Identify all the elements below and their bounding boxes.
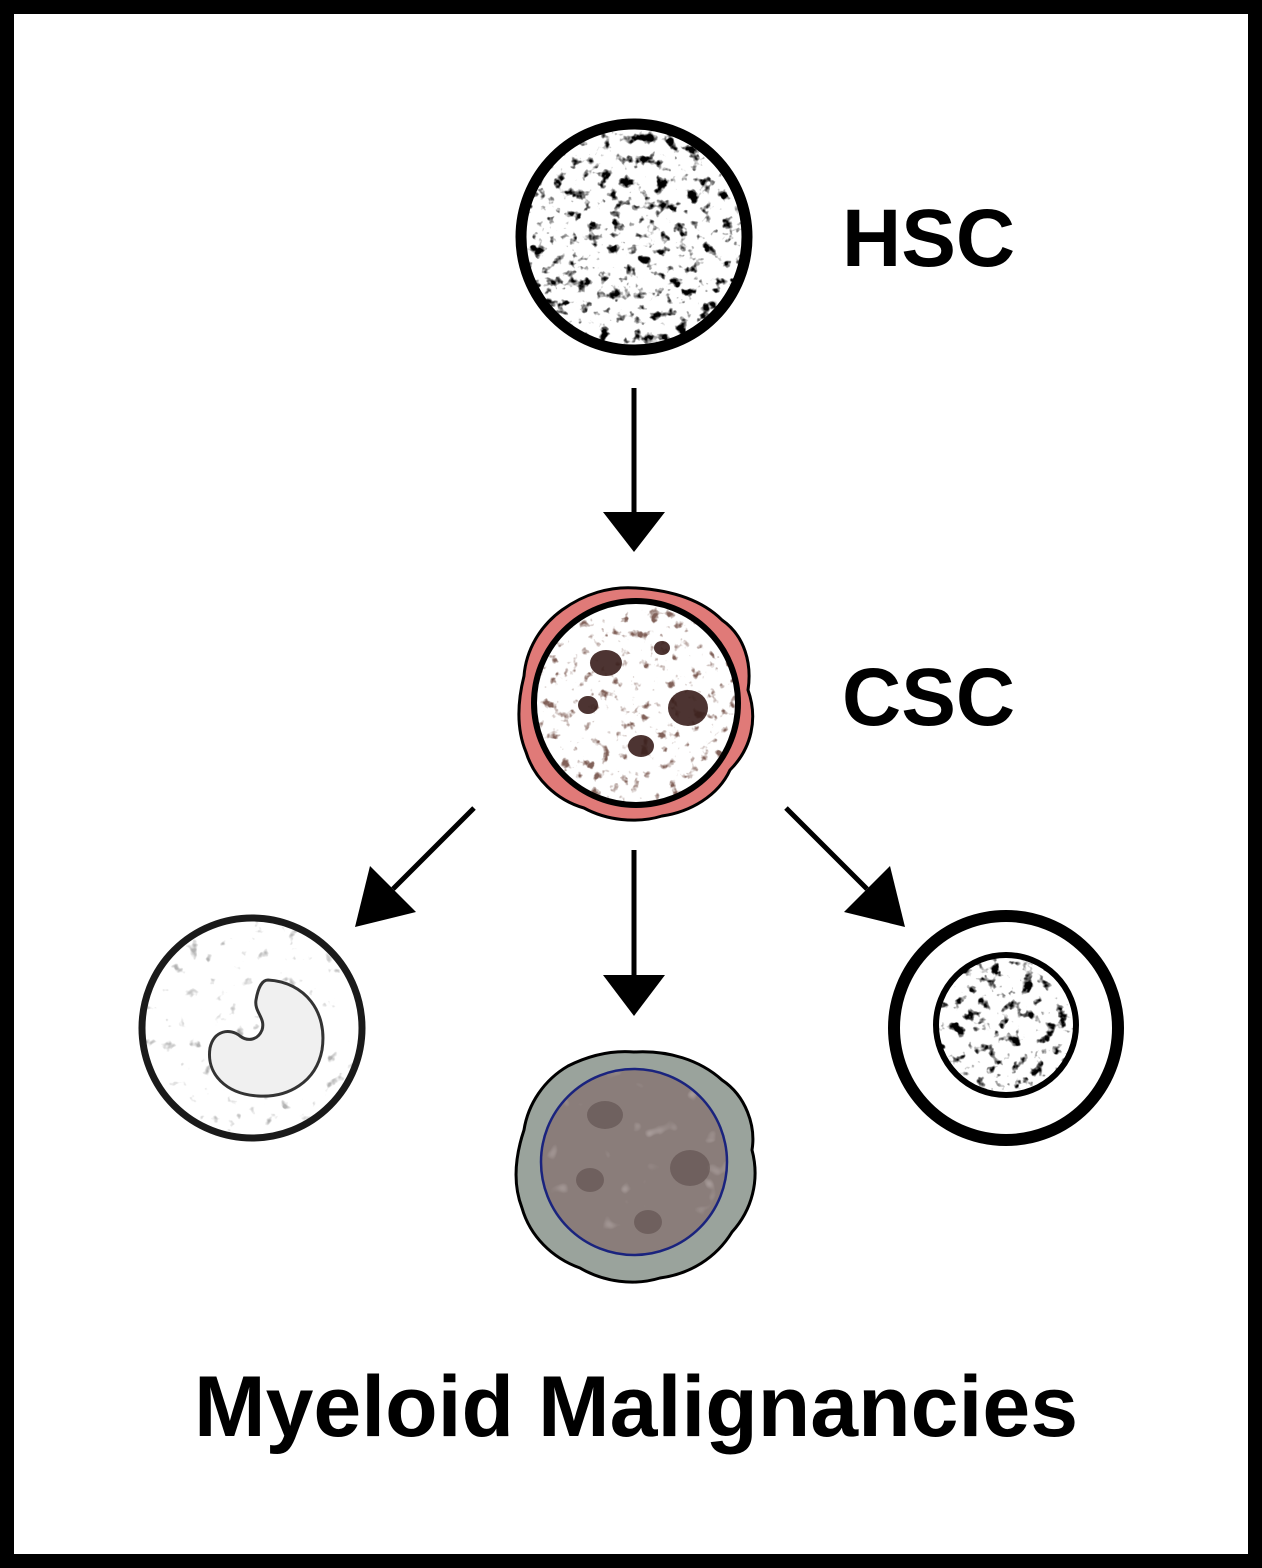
arrow-csc-to-bottom-cell xyxy=(603,850,665,1016)
right-progeny-cell xyxy=(888,910,1124,1146)
csc-label: CSC xyxy=(842,652,1015,743)
bottom-cell-nucleoli xyxy=(576,1101,710,1234)
left-progeny-cell xyxy=(138,914,366,1142)
arrow-csc-to-right-cell xyxy=(784,806,905,927)
diagram-title: Myeloid Malignancies xyxy=(194,1359,1078,1455)
csc-nucleus-outline xyxy=(531,598,741,808)
right-cell-chromatin-texture xyxy=(938,957,1074,1093)
hsc-chromatin-texture xyxy=(526,129,742,345)
hsc-cell xyxy=(515,118,753,356)
hsc-cell-membrane xyxy=(515,118,753,356)
bottom-progeny-cell xyxy=(514,1050,757,1284)
right-cell-nucleus-outline xyxy=(933,952,1079,1098)
csc-nucleoli xyxy=(578,641,708,757)
bottom-cell-nucleus-outline xyxy=(539,1067,729,1257)
left-cell-cytoplasm-texture xyxy=(144,920,360,1136)
arrow-hsc-to-csc xyxy=(603,388,665,552)
hsc-label: HSC xyxy=(842,193,1015,284)
left-cell-membrane xyxy=(138,914,366,1142)
csc-cell xyxy=(517,586,755,822)
arrow-csc-to-left-cell xyxy=(355,806,476,927)
left-cell-nucleus xyxy=(208,978,325,1098)
